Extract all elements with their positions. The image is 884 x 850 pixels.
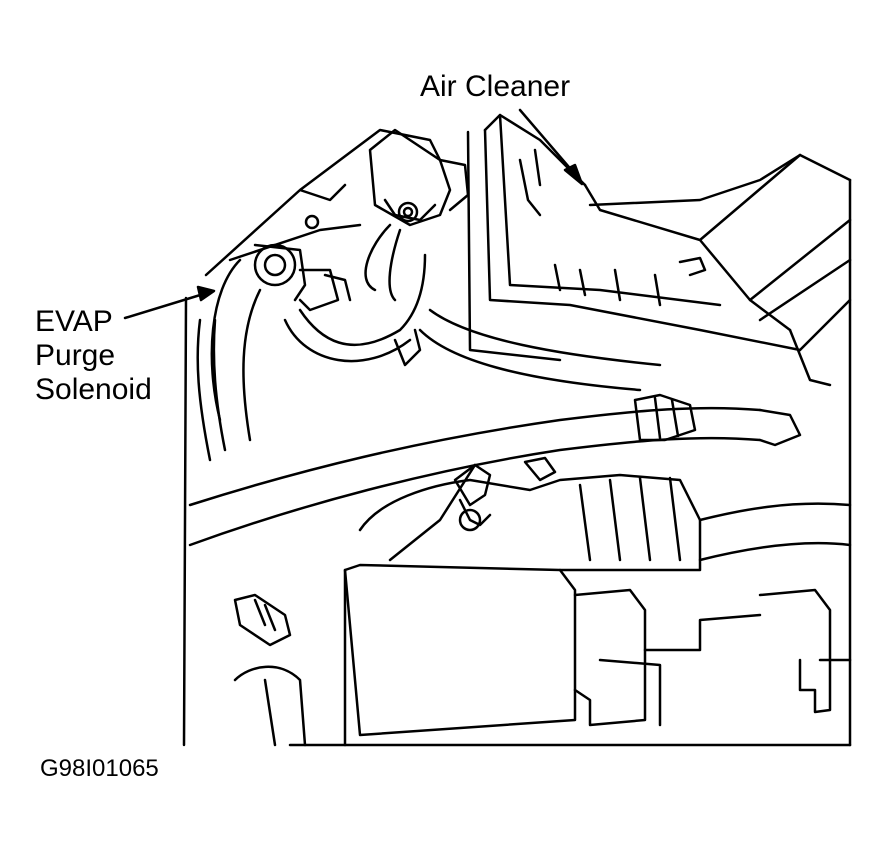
hose-clamp — [393, 328, 422, 367]
air-cleaner-arrowhead — [563, 163, 584, 186]
block-right-1 — [573, 588, 647, 727]
evap-label-line-3: Solenoid — [35, 373, 152, 406]
bottom-left-hose-2 — [263, 678, 277, 747]
hose-left-1 — [210, 258, 242, 422]
evap-purge-solenoid — [253, 243, 352, 312]
block-right-2 — [758, 588, 832, 714]
bolt-top-left — [304, 214, 320, 230]
vacuum-hose-3 — [418, 328, 642, 392]
air-cleaner-label: Air Cleaner — [420, 70, 571, 103]
hose-coupler — [633, 393, 697, 442]
evap-label-line-1: EVAP — [35, 305, 113, 338]
bottom-left-hose — [233, 665, 307, 747]
intake-ridges — [578, 476, 682, 562]
vacuum-hose-2 — [283, 318, 412, 363]
connector-hose-2 — [388, 228, 402, 302]
hose-left-3 — [196, 318, 212, 462]
intake-right — [698, 502, 852, 522]
evap-label-line-2: Purge — [35, 339, 116, 372]
firewall-bracket — [204, 128, 442, 277]
intake-body — [358, 473, 702, 572]
evap-purge-solenoid-label: EVAP Purge Solenoid — [35, 305, 152, 407]
sensor-fitting — [453, 463, 492, 532]
main-hose-lower — [188, 436, 762, 547]
frame-edge — [182, 296, 188, 747]
hose-left-4 — [212, 318, 227, 452]
figure-id: G98I01065 — [40, 755, 159, 782]
vacuum-hose-4 — [428, 308, 662, 367]
small-connector-center — [523, 456, 557, 482]
bottom-left-connector — [233, 593, 292, 647]
firewall-rib — [228, 223, 362, 262]
top-connector — [368, 128, 470, 227]
sensor-wire — [388, 463, 477, 562]
evap-leader — [123, 290, 212, 320]
intake-right-2 — [698, 541, 852, 562]
evap-arrowhead — [196, 285, 216, 302]
block-right-4 — [598, 658, 662, 727]
vacuum-hose-1 — [298, 253, 427, 347]
air-cleaner-housing — [466, 113, 852, 387]
connector-hose-1 — [364, 223, 392, 292]
block-right-3 — [643, 613, 762, 652]
hose-left-2 — [242, 288, 262, 442]
lower-cover — [343, 563, 577, 737]
hose-right-end — [758, 408, 802, 447]
main-hose-upper — [188, 406, 762, 507]
